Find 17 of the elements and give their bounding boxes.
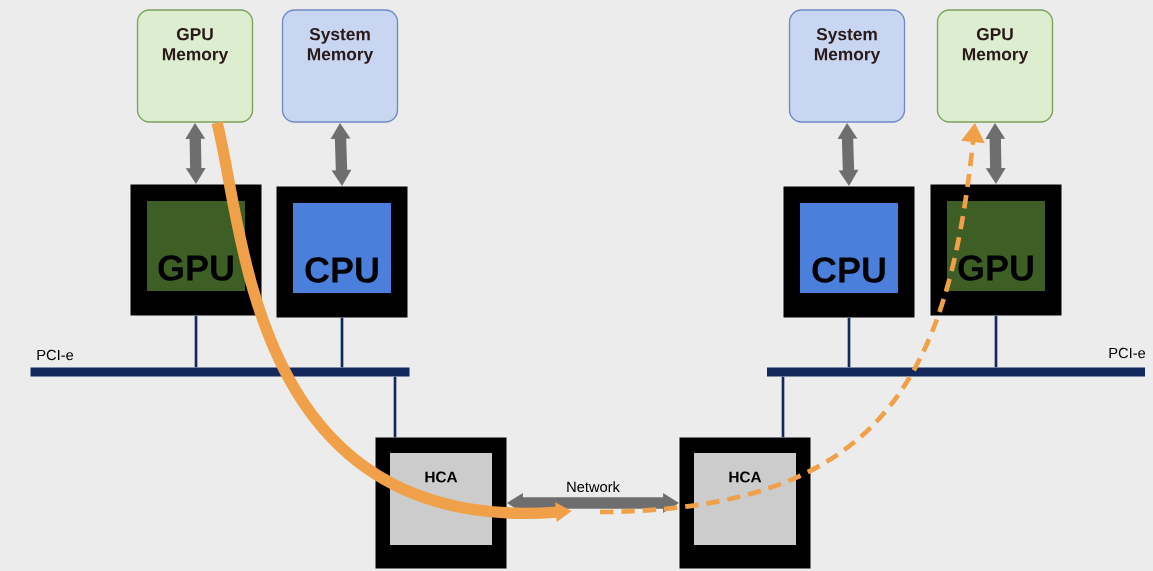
memory-box: System Memory bbox=[788, 9, 906, 123]
connector-line bbox=[340, 317, 344, 368]
connector-line bbox=[847, 317, 851, 368]
adapter-box: HCA bbox=[679, 437, 811, 569]
bus-label: PCI-e bbox=[1109, 347, 1146, 359]
memory-box: System Memory bbox=[281, 9, 399, 123]
connector-line bbox=[194, 315, 198, 368]
chip-box: CPU bbox=[276, 186, 408, 318]
chip-box: GPU bbox=[130, 184, 262, 316]
chip-box: GPU bbox=[930, 184, 1062, 316]
connector-line bbox=[781, 376, 785, 438]
memory-box: GPU Memory bbox=[136, 9, 254, 123]
connector-line bbox=[393, 376, 397, 438]
memory-box: GPU Memory bbox=[936, 9, 1054, 123]
connector-line bbox=[994, 315, 998, 368]
bus-label: PCI-e bbox=[37, 349, 74, 361]
chip-box: CPU bbox=[783, 186, 915, 318]
